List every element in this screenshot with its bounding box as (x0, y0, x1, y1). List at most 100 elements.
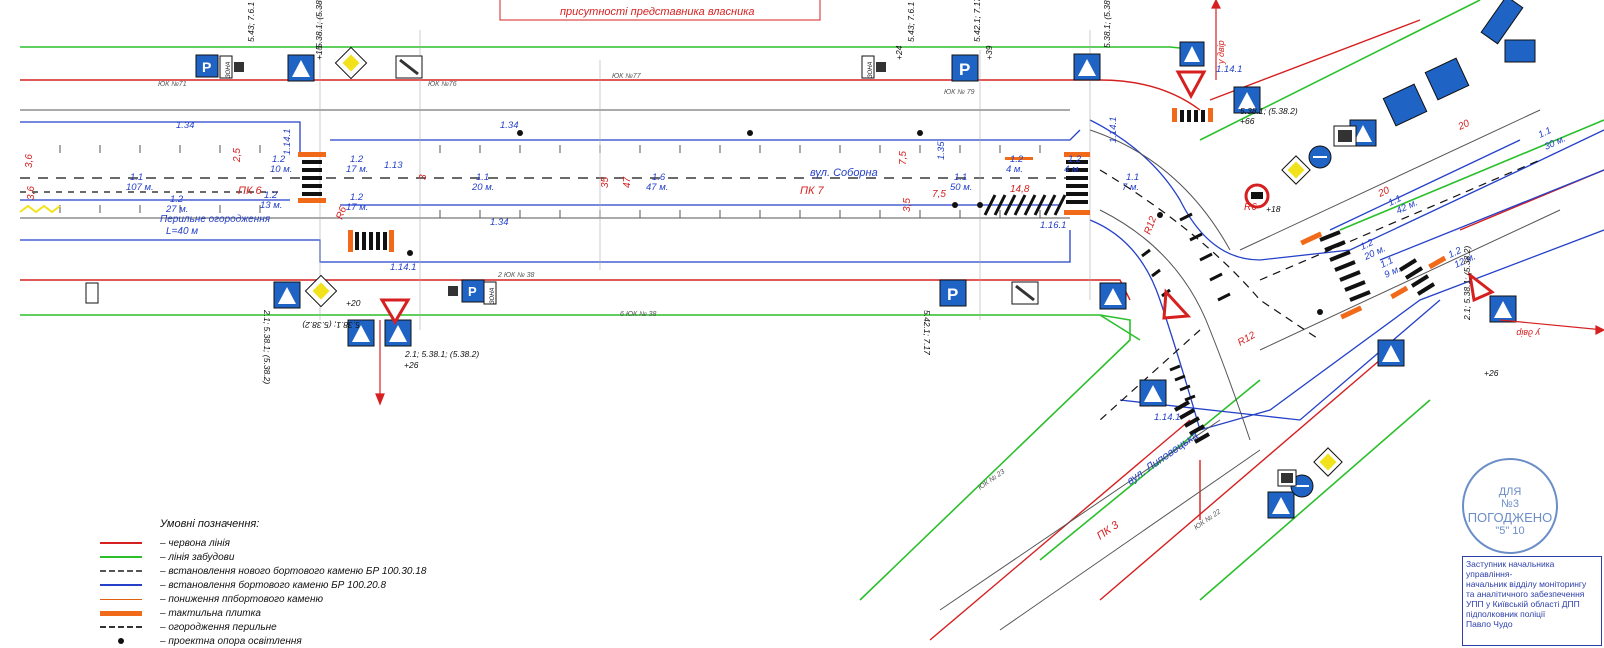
marking-label: 1.2 (264, 190, 278, 201)
sign-tow (1333, 125, 1357, 147)
sign-round-blue (1308, 145, 1332, 169)
sign-give-way (1175, 70, 1207, 100)
sign-code: +26 (1484, 368, 1499, 378)
radius-label: R6 (1244, 202, 1257, 213)
approval-box-stamp: Заступник начальника управління- начальн… (1462, 556, 1602, 646)
legend-label: – лінія забудови (160, 551, 235, 563)
sign-give-way (1162, 288, 1192, 320)
legend-item: – встановлення нового бортового каменю Б… (100, 564, 520, 578)
stamp-text: підполковник поліції (1466, 609, 1546, 619)
dim-label: 20 (1376, 185, 1392, 200)
legend-item: – тактильна плитка (100, 606, 520, 620)
sign-parking: P (939, 279, 967, 307)
dim-label: 35 (600, 176, 611, 188)
sign-parking: P (951, 54, 979, 82)
dim-label: 47 (622, 176, 633, 188)
sign-code: +26 (404, 360, 419, 370)
sign-pedestrian (287, 54, 315, 82)
dim-label: 2,5 (232, 148, 243, 163)
zone-label: ЗОНА (226, 61, 232, 78)
legend-swatch (100, 598, 142, 600)
railing-length: L=40 м (166, 226, 198, 237)
legend-label: – встановлення бортового каменю БР 100.2… (160, 579, 387, 591)
legend-label: – встановлення нового бортового каменю Б… (160, 565, 427, 577)
legend-swatch (100, 556, 142, 558)
sign-give-way (1467, 271, 1495, 303)
sign-tow (1277, 469, 1297, 487)
sign-code: 5.38.1; (5.38.2) (314, 0, 324, 48)
sign-tow (395, 55, 423, 79)
new-curb-hatch (20, 109, 1561, 631)
marking-label: 1.34 (500, 120, 519, 131)
marking-label: 1.14.1 (1216, 64, 1242, 75)
marking-label: 4 м. (1064, 164, 1081, 175)
marking-label: 1.34 (490, 217, 509, 228)
sign-code: +15 (314, 45, 324, 60)
sign-lane-direction (1382, 83, 1428, 127)
legend-label: – тактильна плитка (160, 607, 261, 619)
svg-text:P: P (202, 59, 211, 75)
marking-label: 17 м. (346, 164, 368, 175)
marking-label: 1.2 (1010, 154, 1024, 165)
survey-label: ЮК №77 (612, 73, 642, 80)
dim-label: 7,5 (932, 189, 946, 200)
marking-label: 20 м. (471, 182, 494, 193)
marking-label: 1.1 (130, 172, 143, 183)
marking-label: 13 м. (260, 200, 282, 211)
sign-give-way (379, 298, 411, 325)
sign-pedestrian (1489, 295, 1517, 323)
sign-code: +39 (984, 45, 994, 60)
sign-code: 5.38.1; (5.38.2) (1240, 106, 1298, 116)
sign-code: 5.43; 7.6.1 (246, 2, 256, 42)
sign-tow (85, 282, 99, 304)
survey-label: ЮК № 79 (944, 89, 975, 96)
survey-label: ЮК №71 (158, 81, 187, 88)
radius-label: R6 (334, 205, 349, 221)
dim-label: 7,5 (898, 151, 909, 165)
marking-label: 50 м. (950, 182, 972, 193)
marking-label: 1.1 (1126, 172, 1139, 183)
legend-swatch (100, 626, 142, 628)
pk-label: ПК 6 (238, 185, 263, 197)
hatch-ticks (59, 145, 1041, 218)
sign-pedestrian (273, 281, 301, 309)
legend-item: – проектна опора освітлення (100, 634, 520, 648)
stamp-text: "5" 10 (1495, 525, 1525, 537)
sign-lane-direction (1424, 57, 1470, 101)
marking-label: 4 м. (1006, 164, 1023, 175)
sign-pedestrian (1179, 41, 1205, 67)
svg-text:P: P (947, 285, 958, 304)
sign-parking: P (461, 279, 485, 303)
dim-label: 3 (418, 174, 429, 180)
marking-label: 1.14.1 (390, 262, 416, 273)
marking-label: 1.34 (176, 120, 195, 131)
sign-code: 5.42.1; 7.17 (972, 0, 982, 42)
sign-direction-blue (1504, 39, 1536, 63)
marking-label: 47 м. (646, 182, 668, 193)
dir-label: у двір (1516, 328, 1541, 338)
pk-label: ПК 3 (1095, 519, 1122, 543)
survey-label: 6 ЮК № 38 (620, 311, 656, 318)
legend-swatch (100, 584, 142, 586)
marking-label: 1.2 (1447, 245, 1464, 261)
sign-code: 5.43; 7.6.1 (906, 2, 916, 42)
radius-label: R12 (1236, 330, 1258, 349)
stamp-text: Заступник начальника управління- (1466, 559, 1555, 579)
railing-label: Перильне огородження (160, 214, 271, 225)
zebra-crossings (302, 110, 1205, 250)
zone-label: ЗОНА (868, 61, 874, 78)
marking-label: 107 м. (126, 182, 154, 193)
marking-label: 1.1 (1387, 193, 1404, 209)
red-arrows (375, 0, 1604, 406)
left-zigzag (19, 204, 61, 214)
survey-label: 2 ЮК № 38 (497, 272, 534, 279)
stamp-text: ПОГОДЖЕНО (1467, 510, 1553, 525)
sign-priority-road (334, 46, 368, 80)
marking-label: 1.2 (350, 154, 364, 165)
dim-label: 14,8 (1010, 184, 1030, 195)
stamp-text: ДЛЯ (1498, 486, 1522, 498)
stamp-text: УПП у Київській області ДПП (1466, 599, 1580, 609)
sign-pedestrian (1073, 53, 1101, 81)
street-name: вул. Соборна (810, 167, 878, 179)
